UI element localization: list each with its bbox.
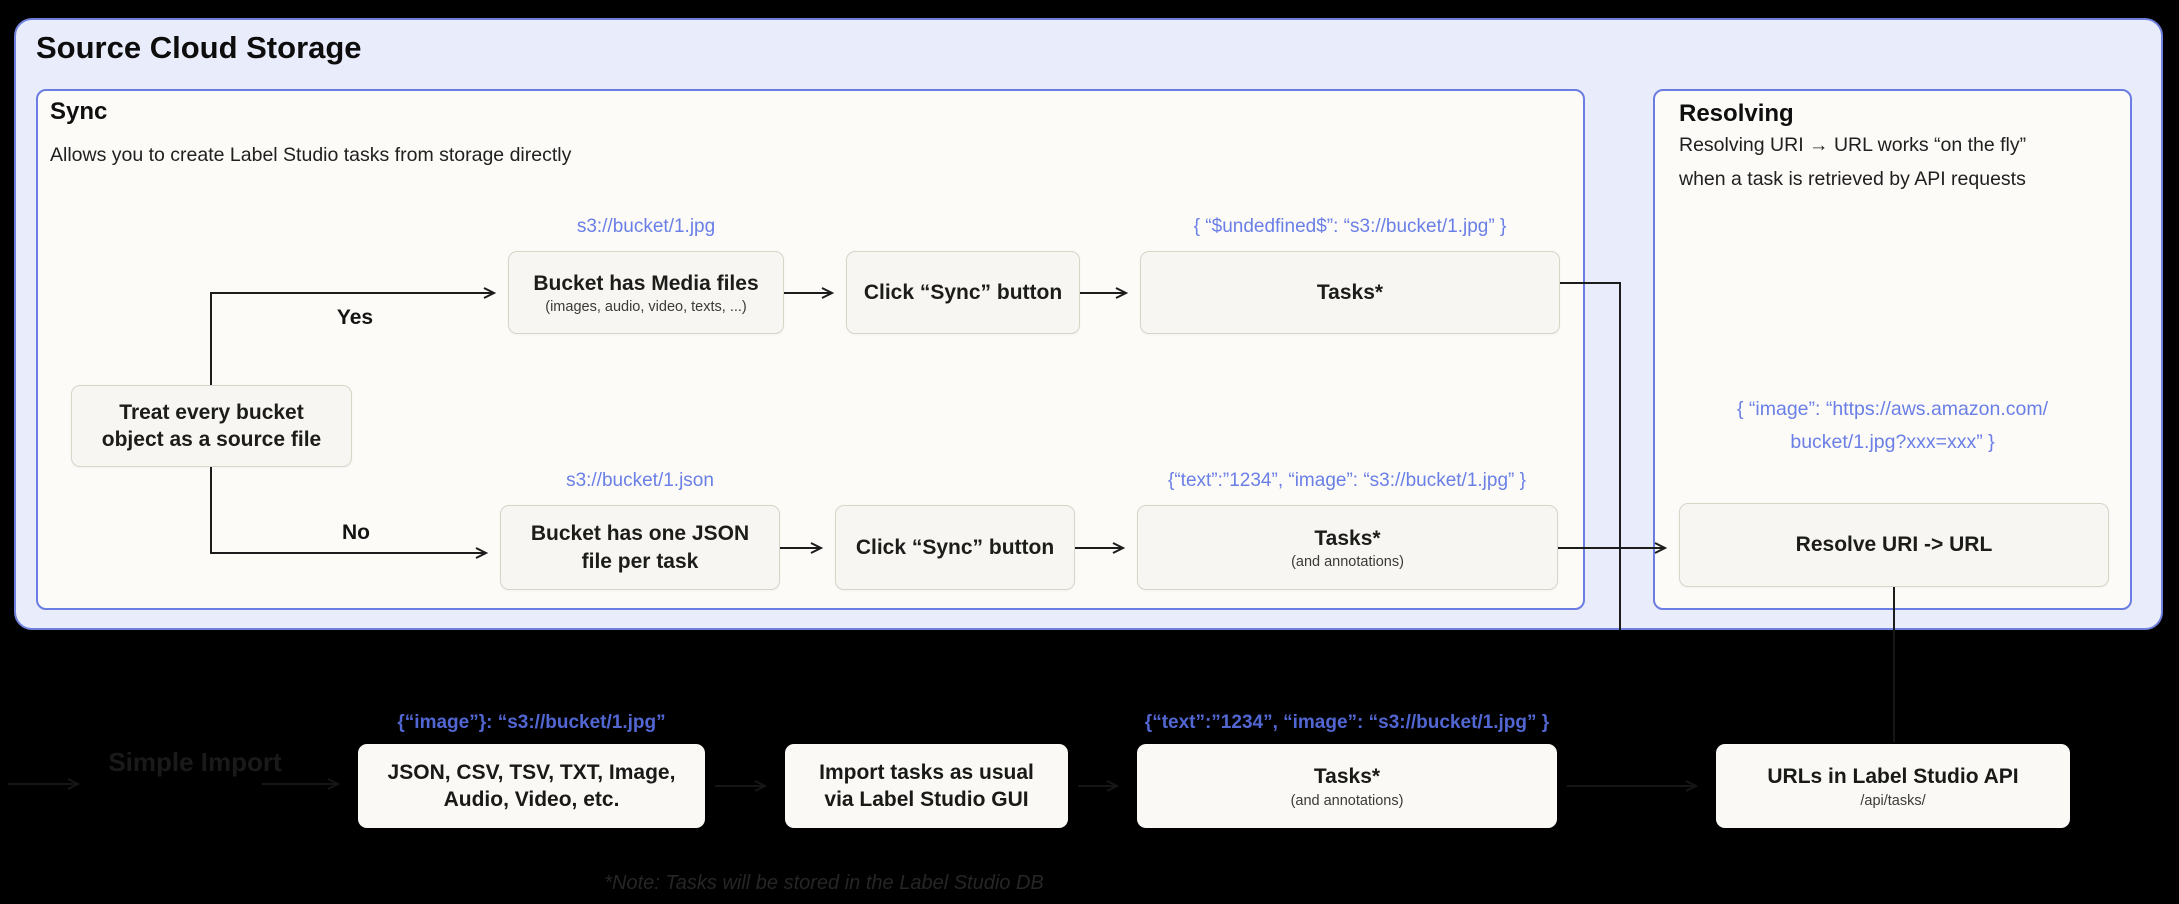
decision-box: Treat every bucket object as a source fi…	[71, 385, 352, 467]
files-json-label: {“image”}: “s3://bucket/1.jpg”	[397, 712, 666, 733]
urls-api-subtitle: /api/tasks/	[1860, 793, 1926, 810]
branch-no-label: No	[342, 521, 370, 544]
tasks-json-label-2: {“text”:”1234”, “image”: “s3://bucket/1.…	[1168, 470, 1526, 491]
bottom-tasks-subtitle: (and annotations)	[1290, 793, 1404, 810]
tasks-json-label-1: { “$undedfined$”: “s3://bucket/1.jpg” }	[1193, 216, 1507, 237]
tasks-title-1: Tasks*	[1316, 280, 1384, 304]
note-text: *Note: Tasks will be stored in the Label…	[604, 872, 1044, 894]
files-box-label: JSON, CSV, TSV, TXT, Image, Audio, Video…	[387, 760, 676, 811]
resolving-title: Resolving	[1679, 100, 1794, 127]
urls-api-box: URLs in Label Studio API /api/tasks/	[1716, 744, 2070, 828]
resolving-subtitle-line2: when a task is retrieved by API requests	[1679, 168, 2026, 190]
import-gui-box: Import tasks as usual via Label Studio G…	[785, 744, 1068, 828]
resolving-subtitle-line1: Resolving URI → URL works “on the fly”	[1679, 134, 2027, 156]
sync-subtitle: Allows you to create Label Studio tasks …	[50, 144, 572, 166]
bottom-tasks-title: Tasks*	[1313, 764, 1381, 788]
branch-yes-label: Yes	[336, 306, 374, 329]
resolve-uri-url-label: Resolve URI -> URL	[1795, 533, 1993, 557]
uri-label-media: s3://bucket/1.jpg	[576, 216, 716, 237]
tasks-subtitle-2: (and annotations)	[1291, 554, 1404, 571]
bucket-media-box: Bucket has Media files (images, audio, v…	[508, 251, 784, 334]
simple-import-title: Simple Import	[108, 747, 282, 777]
import-gui-label: Import tasks as usual via Label Studio G…	[819, 760, 1034, 811]
files-box: JSON, CSV, TSV, TXT, Image, Audio, Video…	[358, 744, 705, 828]
decision-box-label: Treat every bucket object as a source fi…	[101, 400, 322, 451]
uri-label-json: s3://bucket/1.json	[566, 470, 714, 491]
tasks-box-2: Tasks* (and annotations)	[1137, 505, 1558, 590]
click-sync-label-1: Click “Sync” button	[863, 280, 1063, 304]
click-sync-box-2: Click “Sync” button	[835, 505, 1075, 590]
sync-title: Sync	[50, 98, 108, 125]
bottom-tasks-json-label: {“text”:”1234”, “image”: “s3://bucket/1.…	[1144, 712, 1550, 733]
resolving-subtitle: Resolving URI → URL works “on the fly” w…	[1679, 128, 2109, 196]
tasks-box-1: Tasks*	[1140, 251, 1560, 334]
resolve-uri-url-box: Resolve URI -> URL	[1679, 503, 2109, 587]
urls-api-title: URLs in Label Studio API	[1767, 764, 2019, 788]
resolving-json-line2: bucket/1.jpg?xxx=xxx” }	[1790, 431, 1995, 453]
bucket-media-subtitle: (images, audio, video, texts, ...)	[545, 299, 747, 316]
bucket-media-title: Bucket has Media files	[533, 271, 759, 295]
tasks-title-2: Tasks*	[1314, 526, 1381, 550]
bucket-json-box: Bucket has one JSON file per task	[500, 505, 780, 590]
resolving-json-label: { “image”: “https://aws.amazon.com/ buck…	[1653, 393, 2132, 459]
click-sync-label-2: Click “Sync” button	[855, 535, 1055, 559]
source-cloud-storage-title: Source Cloud Storage	[36, 30, 362, 65]
resolving-json-line1: { “image”: “https://aws.amazon.com/	[1736, 398, 2049, 420]
bottom-tasks-box: Tasks* (and annotations)	[1137, 744, 1557, 828]
bucket-json-title: Bucket has one JSON file per task	[530, 522, 750, 573]
click-sync-box-1: Click “Sync” button	[846, 251, 1080, 334]
